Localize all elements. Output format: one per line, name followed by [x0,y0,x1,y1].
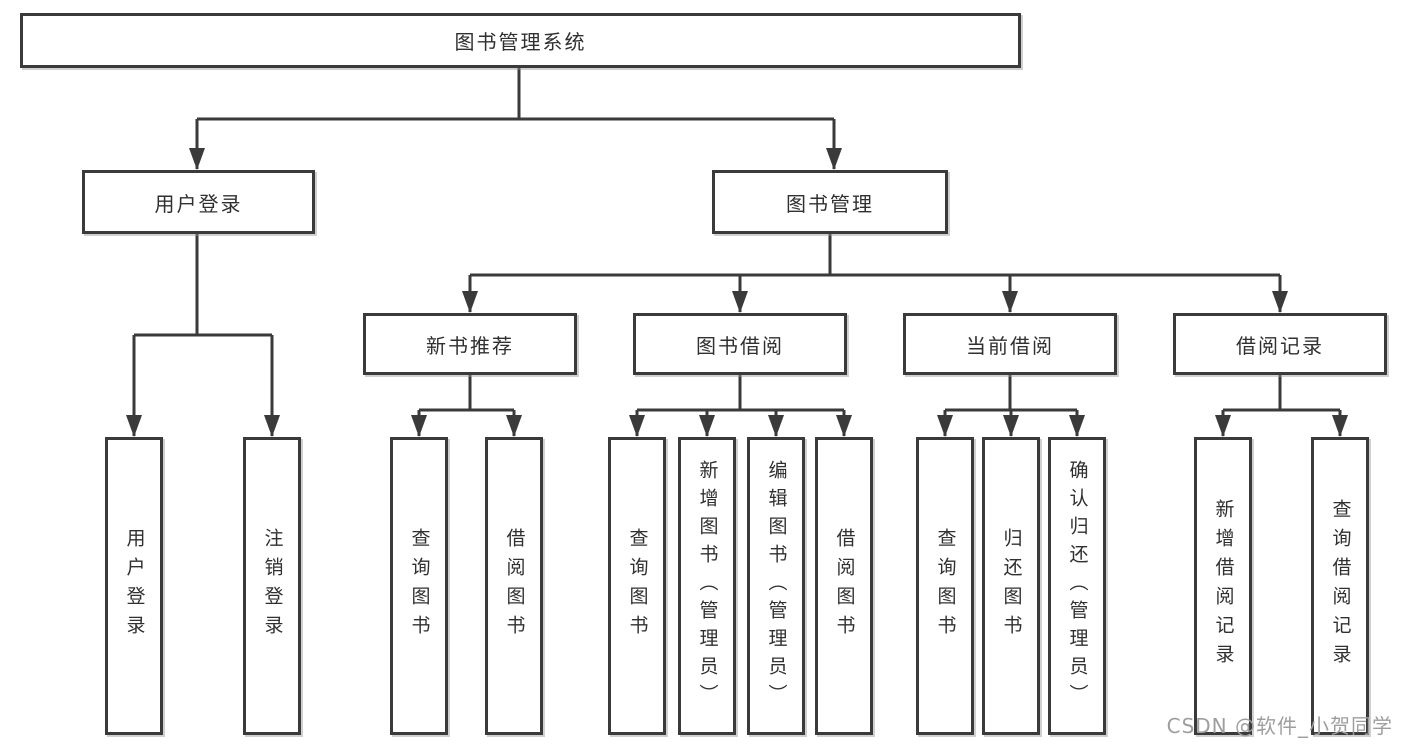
leaf-borrow-query-books: 查询图书 [608,437,666,735]
leaf-add-borrow-record: 新增借阅记录 [1194,437,1252,735]
leaf-current-query-books-label: 查询图书 [934,528,957,644]
csdn-watermark: CSDN @软件_小贺同学 [1166,714,1393,738]
leaf-edit-books-admin-label: 编辑图书（管理员） [765,460,788,712]
connector-root [197,68,834,121]
leaf-borrow-books: 借阅图书 [815,437,873,735]
connector-user-login [134,234,272,337]
connector-borrow-records [1223,375,1340,412]
leaf-edit-books-admin: 编辑图书（管理员） [747,437,805,735]
leaf-borrow-query-books-label: 查询图书 [626,528,649,644]
node-new-book-recommend-label: 新书推荐 [426,333,514,358]
leaf-confirm-return-admin-label: 确认归还（管理员） [1066,460,1089,712]
connector-book-management [470,234,1280,277]
leaf-user-login-label: 用户登录 [123,528,146,644]
leaf-borrow-books-label: 借阅图书 [833,528,856,644]
node-new-book-recommend: 新书推荐 [363,313,577,375]
node-current-borrow-label: 当前借阅 [966,333,1054,358]
leaf-logout: 注销登录 [243,437,301,735]
node-book-borrow: 图书借阅 [633,313,847,375]
node-current-borrow: 当前借阅 [903,313,1117,375]
leaf-current-query-books: 查询图书 [916,437,974,735]
leaf-confirm-return-admin: 确认归还（管理员） [1048,437,1106,735]
node-book-borrow-label: 图书借阅 [696,333,784,358]
node-root-system-label: 图书管理系统 [454,30,587,54]
leaf-add-borrow-record-label: 新增借阅记录 [1212,499,1235,673]
connector-current-borrow [945,375,1077,412]
leaf-user-login: 用户登录 [105,437,163,735]
leaf-recommend-borrow-books: 借阅图书 [485,437,543,735]
leaf-add-books-admin: 新增图书（管理员） [678,437,736,735]
node-borrow-records: 借阅记录 [1173,313,1387,375]
leaf-logout-label: 注销登录 [261,528,284,644]
leaf-add-books-admin-label: 新增图书（管理员） [696,460,719,712]
node-borrow-records-label: 借阅记录 [1236,333,1324,358]
node-book-management: 图书管理 [712,170,948,234]
leaf-return-books: 归还图书 [982,437,1040,735]
node-user-login: 用户登录 [82,170,315,234]
connector-new-book [419,375,514,412]
leaf-query-borrow-record: 查询借阅记录 [1311,437,1369,735]
leaf-return-books-label: 归还图书 [1000,528,1023,644]
node-book-management-label: 图书管理 [786,191,874,216]
leaf-recommend-borrow-books-label: 借阅图书 [503,528,526,644]
connector-book-borrow [637,375,844,412]
leaf-query-borrow-record-label: 查询借阅记录 [1329,499,1352,673]
leaf-recommend-query-books: 查询图书 [390,437,448,735]
node-user-login-label: 用户登录 [154,191,243,216]
node-root-system: 图书管理系统 [20,13,1021,68]
leaf-recommend-query-books-label: 查询图书 [408,528,431,644]
